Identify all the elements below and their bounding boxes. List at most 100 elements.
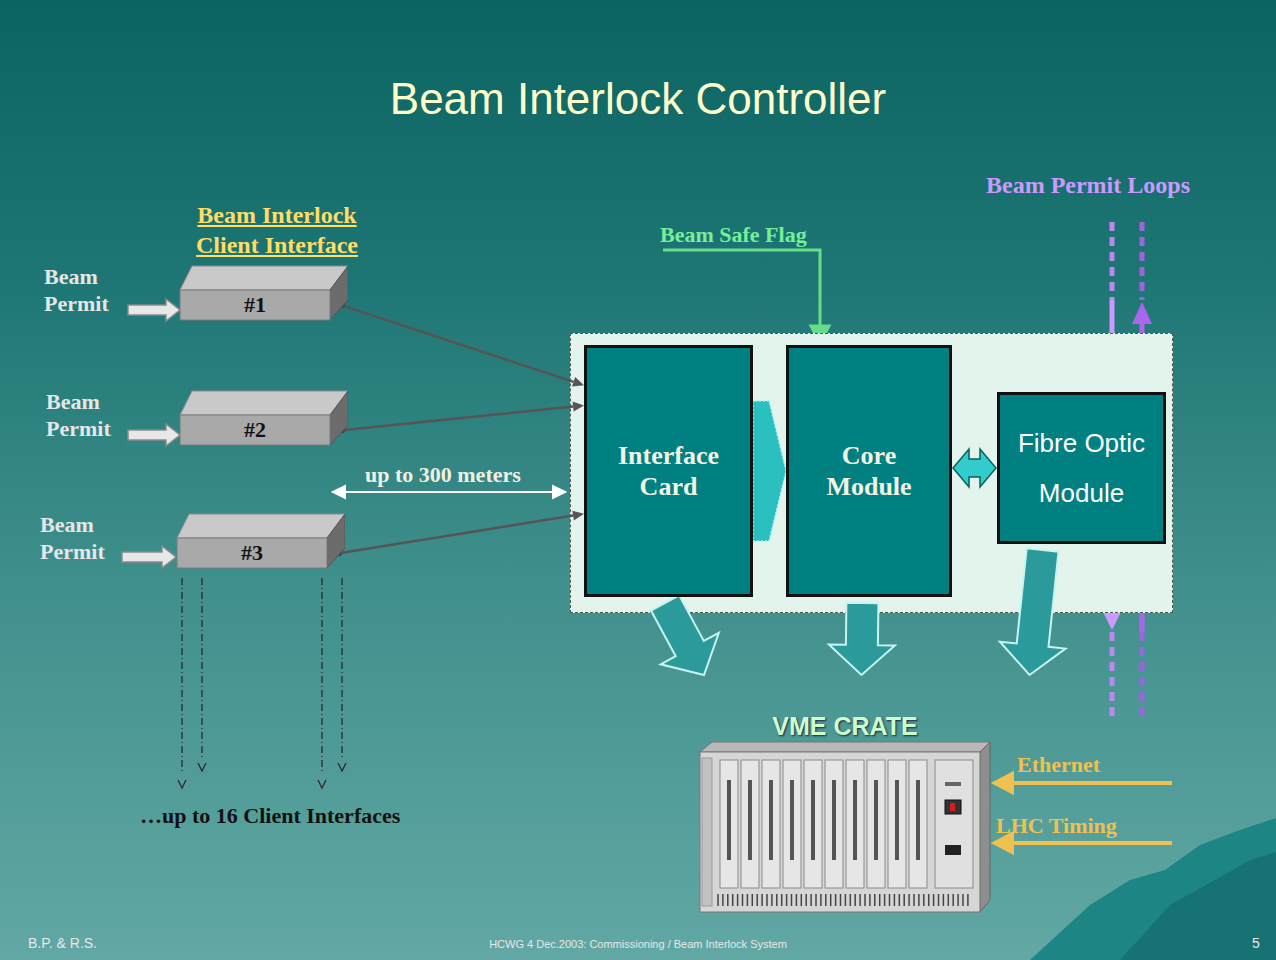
page-number: 5 xyxy=(1252,934,1260,952)
vent-line xyxy=(943,894,945,906)
card-strip xyxy=(874,780,878,860)
signal-name: Beam Permit xyxy=(46,388,138,442)
vent-line xyxy=(820,894,822,906)
vent-line xyxy=(747,894,749,906)
vent-line xyxy=(717,894,719,906)
down-arrow xyxy=(829,603,895,675)
data-flow-arrow xyxy=(753,401,786,541)
vent-line xyxy=(810,894,812,906)
switch xyxy=(945,845,961,855)
distance-label: up to 300 meters xyxy=(365,461,521,488)
module-box: Core Module xyxy=(786,345,952,597)
box-top xyxy=(180,391,348,415)
signal-name: Beam Permit Loops xyxy=(986,172,1190,199)
vent-line xyxy=(722,894,724,906)
vent-line xyxy=(727,894,729,906)
vent-line xyxy=(776,894,778,906)
mountain xyxy=(1030,818,1276,960)
ethernet-timing-arrows xyxy=(995,774,1172,852)
vent-line xyxy=(801,894,803,906)
crate-card xyxy=(783,760,801,888)
crate-side xyxy=(980,742,990,912)
crate-card xyxy=(762,760,780,888)
module-box: Fibre Optic Module xyxy=(997,392,1166,544)
crate-card xyxy=(741,760,759,888)
crate-card xyxy=(720,760,738,888)
block-arrow xyxy=(753,401,786,541)
vent-line xyxy=(894,894,896,906)
beam-safe-flag-line xyxy=(663,250,829,343)
vme-crate-illustration xyxy=(690,740,1040,915)
vent-line xyxy=(923,894,925,906)
vent-line xyxy=(840,894,842,906)
crate-card xyxy=(804,760,822,888)
signal-name: Beam Permit xyxy=(40,511,132,565)
slide-title: Beam Interlock Controller xyxy=(0,74,1276,124)
vent-line xyxy=(756,894,758,906)
cable-line xyxy=(342,407,573,431)
vent-line xyxy=(967,894,969,906)
crate-front xyxy=(700,752,980,912)
power-panel xyxy=(935,760,973,888)
vent-line xyxy=(830,894,832,906)
vent-line xyxy=(859,894,861,906)
box-side xyxy=(330,266,348,320)
box-front xyxy=(180,415,330,445)
box-label: #1 xyxy=(180,290,330,320)
crate-card xyxy=(825,760,843,888)
box-front xyxy=(180,290,330,320)
display xyxy=(945,800,961,814)
note: …up to 16 Client Interfaces xyxy=(140,802,400,829)
vent-line xyxy=(918,894,920,906)
card-strip xyxy=(790,780,794,860)
signal-name: Ethernet xyxy=(1017,751,1100,778)
box-front xyxy=(177,538,327,568)
mountain-shade xyxy=(1120,852,1276,960)
vent-line xyxy=(791,894,793,906)
module-box: Interface Card xyxy=(584,345,753,597)
slot xyxy=(945,782,961,786)
vent-line xyxy=(948,894,950,906)
author-footer: B.P. & R.S. xyxy=(28,934,97,952)
crate-card xyxy=(888,760,906,888)
vent-line xyxy=(761,894,763,906)
vent-line xyxy=(908,894,910,906)
card-strip xyxy=(769,780,773,860)
data-flow-arrow xyxy=(953,449,996,487)
signal-cable xyxy=(339,302,584,386)
signal-name: Beam Permit xyxy=(44,263,136,317)
down-arrow xyxy=(651,595,719,675)
vent-line xyxy=(874,894,876,906)
vme-crate: VME CRATE xyxy=(690,675,1040,915)
vent-line xyxy=(933,894,935,906)
card-strip xyxy=(853,780,857,860)
card-strip xyxy=(895,780,899,860)
vent-line xyxy=(766,894,768,906)
down-arrow xyxy=(1000,548,1066,675)
more-clients-lines xyxy=(178,578,346,788)
crate-top xyxy=(700,742,990,752)
crate-rail xyxy=(702,758,712,906)
crate-card xyxy=(909,760,927,888)
vent-line xyxy=(825,894,827,906)
vent-line xyxy=(879,894,881,906)
card-strip xyxy=(916,780,920,860)
card-strip xyxy=(727,780,731,860)
crate-card xyxy=(846,760,864,888)
vent-line xyxy=(805,894,807,906)
vent-line xyxy=(771,894,773,906)
vent-line xyxy=(786,894,788,906)
data-flow-arrow xyxy=(829,603,895,675)
display-led xyxy=(950,803,955,811)
vent-line xyxy=(903,894,905,906)
vent-line xyxy=(835,894,837,906)
vent-line xyxy=(815,894,817,906)
box-top xyxy=(180,266,348,290)
vent-line xyxy=(913,894,915,906)
box-side xyxy=(330,391,348,445)
card-strip xyxy=(748,780,752,860)
box-top xyxy=(177,514,345,538)
range-arrow xyxy=(333,486,565,498)
data-flow-arrow xyxy=(651,595,719,675)
